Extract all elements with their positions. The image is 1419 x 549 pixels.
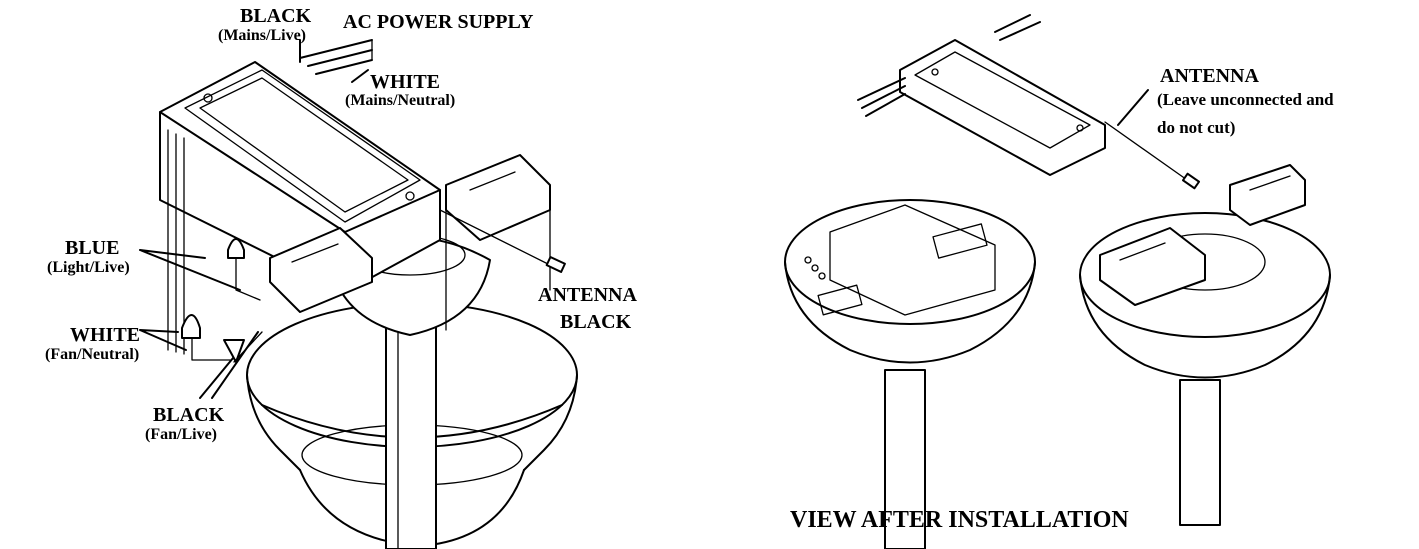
receiver-unit-top bbox=[857, 14, 1106, 176]
antenna-wire-right bbox=[1104, 89, 1201, 190]
label-white-mains: WHITE bbox=[370, 71, 441, 93]
antenna-wire-left bbox=[439, 209, 566, 273]
ac-supply-wires bbox=[299, 39, 373, 75]
label-white-fan: WHITE bbox=[70, 324, 141, 346]
label-white-mains-sub: (Mains/Neutral) bbox=[345, 92, 456, 109]
wire-nuts bbox=[181, 238, 263, 363]
label-antenna-right-sub2: do not cut) bbox=[1157, 118, 1236, 137]
label-antenna-left: ANTENNA bbox=[538, 284, 637, 306]
installed-canopy-right bbox=[1079, 164, 1331, 526]
label-ac-power-supply: AC POWER SUPPLY bbox=[343, 11, 534, 33]
down-rod bbox=[385, 319, 437, 549]
label-antenna-right: ANTENNA bbox=[1160, 65, 1259, 87]
installed-canopy-left bbox=[784, 199, 1036, 549]
label-black-mains: BLACK bbox=[240, 5, 312, 27]
label-white-fan-sub: (Fan/Neutral) bbox=[45, 346, 140, 363]
label-black-fan: BLACK bbox=[153, 404, 225, 426]
label-black-mains-sub: (Mains/Live) bbox=[218, 27, 306, 44]
leader-lines bbox=[139, 39, 369, 399]
label-antenna-right-sub1: (Leave unconnected and bbox=[1157, 90, 1334, 109]
label-blue: BLUE bbox=[65, 237, 120, 259]
label-antenna-black: BLACK bbox=[560, 311, 632, 333]
mounting-bracket bbox=[269, 154, 551, 331]
label-black-fan-sub: (Fan/Live) bbox=[145, 426, 217, 443]
label-view-after-installation: VIEW AFTER INSTALLATION bbox=[790, 507, 1129, 533]
label-blue-sub: (Light/Live) bbox=[47, 259, 130, 276]
